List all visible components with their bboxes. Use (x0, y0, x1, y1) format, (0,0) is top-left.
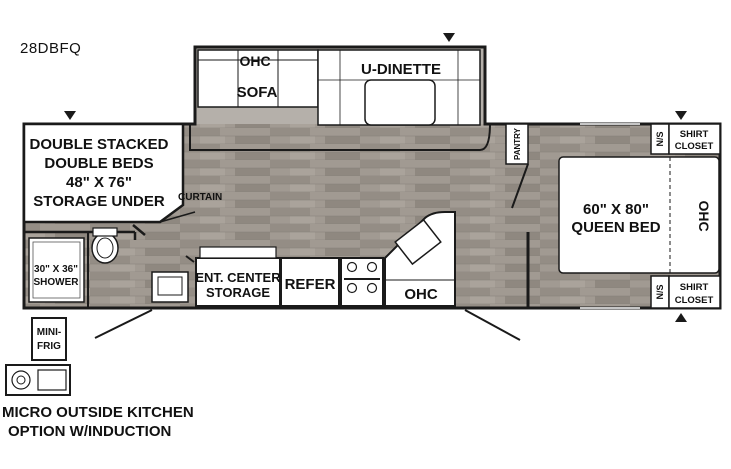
outside-sink (37, 369, 67, 391)
label-shirt-bottom-1: SHIRT (680, 282, 709, 293)
mini-fridge (31, 317, 67, 361)
outside-kitchen-line1: MICRO OUTSIDE KITCHEN (2, 404, 194, 421)
label-curtain: CURTAIN (178, 192, 222, 203)
label-ohc-top: OHC (239, 53, 270, 69)
label-bunk-1: DOUBLE STACKED (30, 136, 169, 153)
marker-top (443, 33, 455, 42)
label-bunk-3: 48" X 76" (66, 174, 132, 191)
induction-cooktop (11, 370, 31, 390)
label-ns-top: N/S (655, 131, 665, 146)
label-sofa: SOFA (237, 84, 278, 101)
label-bunk-4: STORAGE UNDER (33, 193, 165, 210)
label-shirt-top-2: CLOSET (675, 141, 714, 152)
label-shower-1: 30" X 36" (34, 264, 78, 275)
exterior-wall (22, 45, 722, 310)
label-shirt-top-1: SHIRT (680, 129, 709, 140)
label-mini-2: FRIG (37, 341, 61, 352)
label-ohc-bedroom: OHC (696, 200, 712, 231)
label-ent-2: STORAGE (206, 285, 270, 300)
pantry (505, 123, 529, 165)
dinette-table (364, 79, 436, 126)
label-mini-1: MINI- (37, 327, 61, 338)
label-shower-2: SHOWER (34, 277, 80, 288)
queen-bed (558, 156, 720, 274)
label-queen-2: QUEEN BED (571, 219, 660, 236)
shirt-closet-top (668, 123, 721, 155)
shirt-closet-bottom (668, 275, 721, 309)
label-queen-1: 60" X 80" (583, 201, 649, 218)
label-ns-bottom: N/S (655, 284, 665, 299)
shower (28, 237, 85, 303)
ent-center-storage (195, 257, 281, 307)
label-refer: REFER (285, 276, 336, 293)
outside-kitchen-line2: OPTION W/INDUCTION (8, 423, 172, 440)
label-pantry: PANTRY (513, 127, 522, 160)
label-ohc-kitchen: OHC (404, 286, 438, 303)
label-bunk-2: DOUBLE BEDS (44, 155, 153, 172)
kitchen-sink (394, 218, 442, 266)
label-shirt-bottom-2: CLOSET (675, 295, 714, 306)
label-u-dinette: U-DINETTE (361, 61, 441, 78)
marker-bed-bottom (675, 313, 687, 322)
bunk-area (22, 122, 185, 224)
model-name: 28DBFQ (20, 40, 82, 57)
refrigerator (280, 257, 340, 307)
marker-bed-top (675, 111, 687, 120)
label-ent-1: ENT. CENTER (195, 270, 281, 285)
marker-bunk (64, 111, 76, 120)
